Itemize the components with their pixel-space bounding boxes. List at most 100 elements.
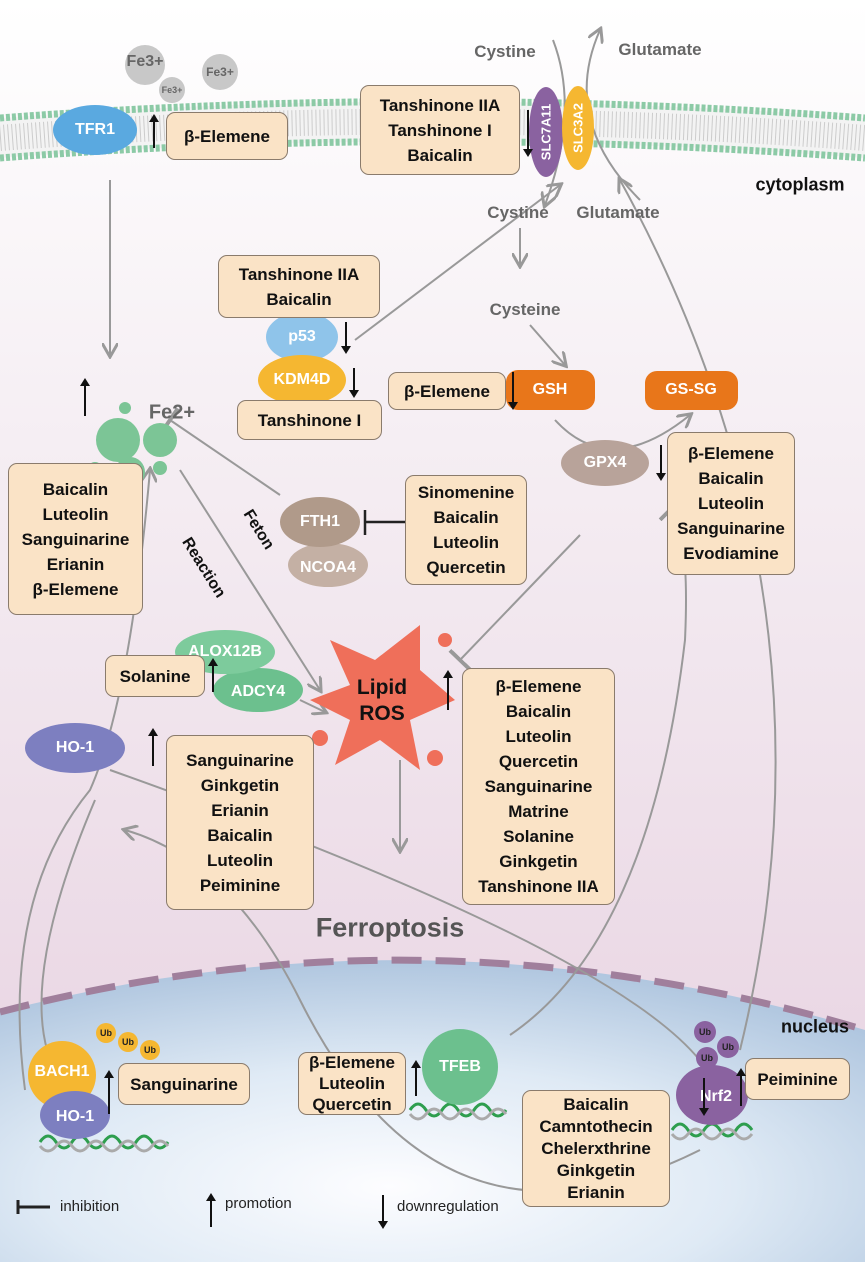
ho1-label: HO-1 bbox=[55, 739, 95, 756]
drug-name: Quercetin bbox=[312, 1095, 392, 1114]
drug-box-nrf2-up: Peiminine bbox=[745, 1058, 850, 1100]
ub-label: Ub bbox=[701, 1053, 713, 1063]
drug-box-bach1: Sanguinarine bbox=[118, 1063, 250, 1105]
cysteine-label: Cysteine bbox=[489, 300, 561, 319]
ub-label: Ub bbox=[122, 1037, 134, 1047]
nrf2-label: Nrf2 bbox=[699, 1088, 733, 1105]
ho1-nucleus-ellipse bbox=[40, 1091, 110, 1139]
tfeb-circle bbox=[422, 1029, 498, 1105]
bach1-label: BACH1 bbox=[34, 1063, 90, 1080]
kdm4d-label: KDM4D bbox=[273, 371, 331, 388]
gsh-label: GSH bbox=[532, 381, 568, 398]
drug-name: Quercetin bbox=[498, 752, 579, 771]
fe3-ions bbox=[125, 45, 238, 103]
fth1-label: FTH1 bbox=[300, 513, 340, 530]
drug-name: Luteolin bbox=[505, 727, 572, 746]
lipid-ros-star bbox=[310, 625, 455, 770]
promotion-arrow-icon bbox=[149, 114, 159, 148]
ub-label: Ub bbox=[699, 1027, 711, 1037]
drug-name: Tanshinone IIA bbox=[379, 95, 501, 115]
drug-box-tfr1: β-Elemene bbox=[166, 112, 288, 160]
kdm4d-ellipse bbox=[258, 355, 346, 405]
drug-name: Baicalin bbox=[563, 1094, 629, 1114]
drug-name: Luteolin bbox=[432, 533, 500, 552]
fe3-label: Fe3+ bbox=[126, 53, 164, 70]
alox12b-label: ALOX12B bbox=[188, 643, 262, 660]
drug-name: Matrine bbox=[508, 802, 569, 821]
drug-name: Luteolin bbox=[318, 1074, 386, 1093]
fe3-small-label: Fe3+ bbox=[161, 85, 183, 95]
drug-name: Quercetin bbox=[426, 558, 506, 577]
ho1-ellipse bbox=[25, 723, 125, 773]
adcy4-ellipse bbox=[213, 668, 303, 712]
downregulation-arrow-icon bbox=[508, 372, 518, 410]
glutamate-out-label: Glutamate bbox=[618, 40, 702, 59]
legend-promotion-arrow-icon bbox=[206, 1193, 216, 1227]
drug-name: Baicalin bbox=[698, 469, 764, 488]
drug-name: β-Elemene bbox=[184, 126, 270, 146]
drug-box-alox12b: Solanine bbox=[105, 655, 205, 697]
legend-inhibition-symbol bbox=[16, 1200, 50, 1214]
ub-label: Ub bbox=[144, 1045, 156, 1055]
drug-box-kdm4d: Tanshinone I bbox=[237, 400, 382, 440]
ros-label: ROS bbox=[359, 702, 405, 725]
drug-name: Chelerxthrine bbox=[541, 1138, 651, 1158]
drug-name: Baicalin bbox=[266, 289, 332, 309]
slc7a11-ellipse bbox=[529, 87, 563, 177]
p53-label: p53 bbox=[288, 328, 316, 345]
downregulation-arrow-icon bbox=[341, 322, 351, 354]
fth1-ellipse bbox=[280, 497, 360, 547]
drug-name: β-Elemene bbox=[688, 444, 774, 463]
drug-name: Peiminine bbox=[757, 1069, 838, 1089]
ferroptosis-label: Ferroptosis bbox=[315, 912, 465, 943]
promotion-arrow-icon bbox=[80, 378, 90, 416]
drug-name: Baicalin bbox=[433, 508, 499, 527]
drug-name: Tanshinone I bbox=[257, 410, 362, 430]
drug-name: Erianin bbox=[567, 1182, 625, 1202]
tfeb-label: TFEB bbox=[439, 1058, 481, 1075]
drug-name: β-Elemene bbox=[404, 381, 490, 401]
gpx4-label: GPX4 bbox=[583, 454, 627, 471]
drug-name: Camntothecin bbox=[539, 1116, 653, 1136]
promotion-arrow-icon bbox=[443, 670, 453, 710]
ub-bach1 bbox=[96, 1023, 160, 1060]
slc3a2-ellipse bbox=[562, 86, 594, 170]
downregulation-arrow-icon bbox=[699, 1078, 709, 1116]
drug-name: Sanguinarine bbox=[677, 519, 785, 538]
fe2-label: Fe2+ bbox=[148, 401, 196, 424]
drug-name: Tanshinone I bbox=[388, 120, 492, 140]
drug-name: Erianin bbox=[211, 800, 269, 820]
drug-name: Ginkgetin bbox=[499, 852, 578, 871]
drug-name: Tanshinone IIA bbox=[478, 877, 599, 896]
slc7a11-label: SLC7A11 bbox=[538, 103, 554, 161]
gsh-shape bbox=[506, 370, 595, 410]
legend-inhibition: inhibition bbox=[60, 1198, 120, 1215]
inhibition-symbol bbox=[363, 510, 405, 535]
drug-name: Baicalin bbox=[207, 825, 273, 845]
downregulation-arrow-icon bbox=[523, 110, 533, 157]
drug-name: Sanguinarine bbox=[186, 750, 294, 770]
drug-name: β-Elemene bbox=[309, 1053, 395, 1072]
tfr1-label: TFR1 bbox=[75, 121, 115, 138]
ub-label: Ub bbox=[100, 1028, 112, 1038]
nrf2-ellipse bbox=[676, 1065, 748, 1125]
drug-name: Sinomenine bbox=[417, 483, 515, 502]
drug-name: Peiminine bbox=[199, 875, 281, 895]
tfr1-ellipse bbox=[53, 105, 137, 155]
drug-name: Sanguinarine bbox=[130, 1074, 238, 1094]
cystine-out-label: Cystine bbox=[474, 42, 536, 61]
ncoa4-label: NCOA4 bbox=[299, 559, 357, 576]
promotion-arrow-icon bbox=[736, 1068, 746, 1106]
legend-downregulation-arrow-icon bbox=[378, 1195, 388, 1229]
ub-label: Ub bbox=[722, 1042, 734, 1052]
gssg-label: GS-SG bbox=[665, 381, 717, 398]
downregulation-arrow-icon bbox=[349, 368, 359, 398]
promotion-arrow-icon bbox=[104, 1070, 114, 1114]
